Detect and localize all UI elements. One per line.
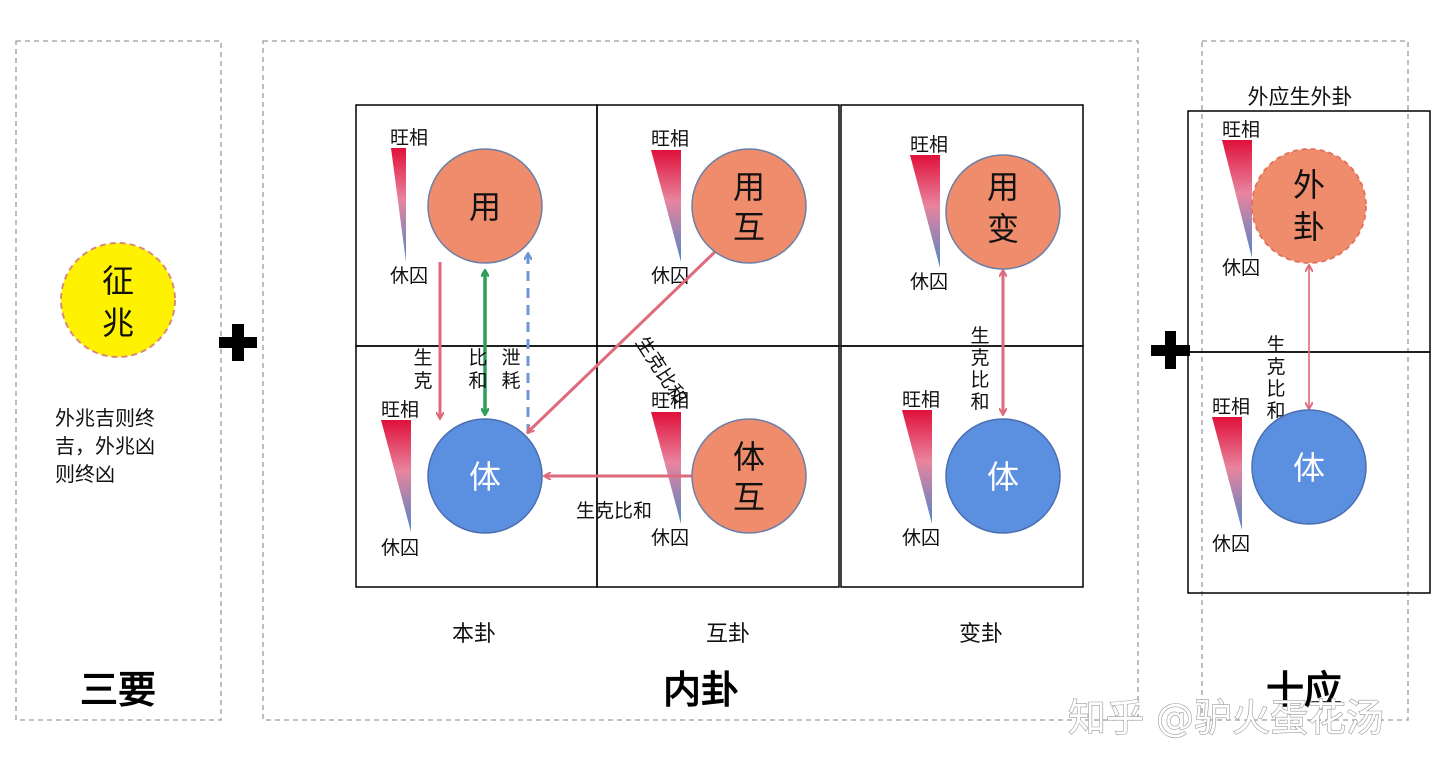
section-title-neigua: 内卦 xyxy=(663,668,739,712)
svg-text:用: 用 xyxy=(733,168,765,206)
circle-yonghu: 用 互 xyxy=(691,148,807,264)
svg-text:体: 体 xyxy=(469,458,501,496)
svg-text:旺相: 旺相 xyxy=(902,389,940,411)
col-label-bengua: 本卦 xyxy=(452,622,496,647)
svg-text:兆: 兆 xyxy=(102,304,134,342)
svg-text:克: 克 xyxy=(413,370,432,392)
svg-text:用: 用 xyxy=(987,168,1019,206)
svg-text:体: 体 xyxy=(733,438,765,476)
circle-waigua: 外 卦 xyxy=(1251,148,1367,264)
svg-text:耗: 耗 xyxy=(501,370,520,392)
gauge-biangua-bottom: 旺相 休囚 xyxy=(902,389,940,549)
svg-text:生: 生 xyxy=(1266,334,1285,356)
label-xiehao-vertical: 泄 耗 xyxy=(501,347,520,392)
circle-ti-benggua: 体 xyxy=(427,418,543,534)
svg-text:比: 比 xyxy=(1266,378,1285,400)
svg-text:生: 生 xyxy=(970,325,989,347)
svg-text:比: 比 xyxy=(468,347,487,369)
svg-text:休囚: 休囚 xyxy=(910,271,948,293)
section-title-shiying: 十应 xyxy=(1266,668,1342,712)
svg-text:外: 外 xyxy=(1293,166,1325,204)
circle-zhengzhao: 征 兆 xyxy=(60,242,176,358)
svg-text:休囚: 休囚 xyxy=(1212,533,1250,555)
svg-text:和: 和 xyxy=(1266,400,1285,422)
svg-text:和: 和 xyxy=(468,370,487,392)
svg-text:休囚: 休囚 xyxy=(902,527,940,549)
svg-text:休囚: 休囚 xyxy=(651,265,689,287)
svg-text:生: 生 xyxy=(413,347,432,369)
col-label-biangua: 变卦 xyxy=(959,622,1003,647)
svg-text:休囚: 休囚 xyxy=(1222,257,1260,279)
label-shengkebihe-horizontal: 生克比和 xyxy=(576,500,652,522)
svg-text:互: 互 xyxy=(733,208,765,246)
svg-text:旺相: 旺相 xyxy=(910,134,948,156)
gauge-hugua-bottom: 旺相 休囚 xyxy=(651,390,689,549)
svg-text:旺相: 旺相 xyxy=(651,128,689,150)
svg-text:克: 克 xyxy=(970,347,989,369)
shiying-frame xyxy=(1201,40,1409,721)
svg-text:体: 体 xyxy=(1293,449,1325,487)
circle-yongbian: 用 变 xyxy=(945,154,1061,270)
section-title-sanyao: 三要 xyxy=(80,668,156,712)
sanyao-note-line: 则终凶 xyxy=(55,462,115,486)
svg-text:体: 体 xyxy=(987,458,1019,496)
plus-icon-right xyxy=(1151,331,1190,369)
caption-waiying: 外应生外卦 xyxy=(1248,85,1353,109)
svg-text:旺相: 旺相 xyxy=(651,390,689,412)
label-shengke-vertical: 生 克 xyxy=(413,347,432,392)
gauge-biangua-top: 旺相 休囚 xyxy=(910,134,948,293)
sanyao-note-line: 吉，外兆凶 xyxy=(55,434,155,458)
sanyao-note-line: 外兆吉则终 xyxy=(55,406,155,430)
svg-text:克: 克 xyxy=(1266,356,1285,378)
svg-text:旺相: 旺相 xyxy=(390,127,428,149)
sanyao-note: 外兆吉则终 吉，外兆凶 则终凶 xyxy=(55,404,155,488)
svg-text:泄: 泄 xyxy=(501,347,520,369)
svg-text:用: 用 xyxy=(469,188,501,226)
svg-text:变: 变 xyxy=(987,210,1019,248)
svg-text:卦: 卦 xyxy=(1293,208,1325,246)
svg-text:旺相: 旺相 xyxy=(1212,396,1250,418)
col-label-hugua: 互卦 xyxy=(706,622,750,647)
gauge-hugua-top: 旺相 休囚 xyxy=(651,128,689,287)
circle-ti-biangua: 体 xyxy=(945,418,1061,534)
gauge-benggua-top: 旺相 休囚 xyxy=(390,127,428,287)
svg-text:旺相: 旺相 xyxy=(1222,119,1260,141)
circle-yong-benggua: 用 xyxy=(427,148,543,264)
gauge-shiying-bottom: 旺相 休囚 xyxy=(1212,396,1250,555)
neigua-grid xyxy=(355,104,1084,588)
svg-text:和: 和 xyxy=(970,391,989,413)
svg-text:互: 互 xyxy=(733,478,765,516)
svg-text:旺相: 旺相 xyxy=(381,399,419,421)
svg-text:比: 比 xyxy=(970,369,989,391)
watermark: 知乎 @驴火蛋花汤 xyxy=(1068,696,1384,740)
svg-text:休囚: 休囚 xyxy=(651,527,689,549)
gauge-benggua-bottom: 旺相 休囚 xyxy=(381,399,419,559)
svg-text:休囚: 休囚 xyxy=(381,537,419,559)
label-shengkebihe-shiying: 生 克 比 和 xyxy=(1266,334,1285,422)
plus-icon-left xyxy=(219,324,257,361)
arrow-huyong-to-ti xyxy=(528,245,722,432)
neigua-frame xyxy=(262,40,1139,721)
svg-text:休囚: 休囚 xyxy=(390,265,428,287)
sanyao-frame xyxy=(15,40,222,721)
circle-tihu: 体 互 xyxy=(691,418,807,534)
label-shengkebihe-biangua: 生 克 比 和 xyxy=(970,325,989,413)
svg-text:征: 征 xyxy=(102,262,134,300)
label-bihe-vertical: 比 和 xyxy=(468,347,487,392)
circle-ti-shiying: 体 xyxy=(1251,409,1367,525)
gauge-shiying-top: 旺相 休囚 xyxy=(1222,119,1260,279)
